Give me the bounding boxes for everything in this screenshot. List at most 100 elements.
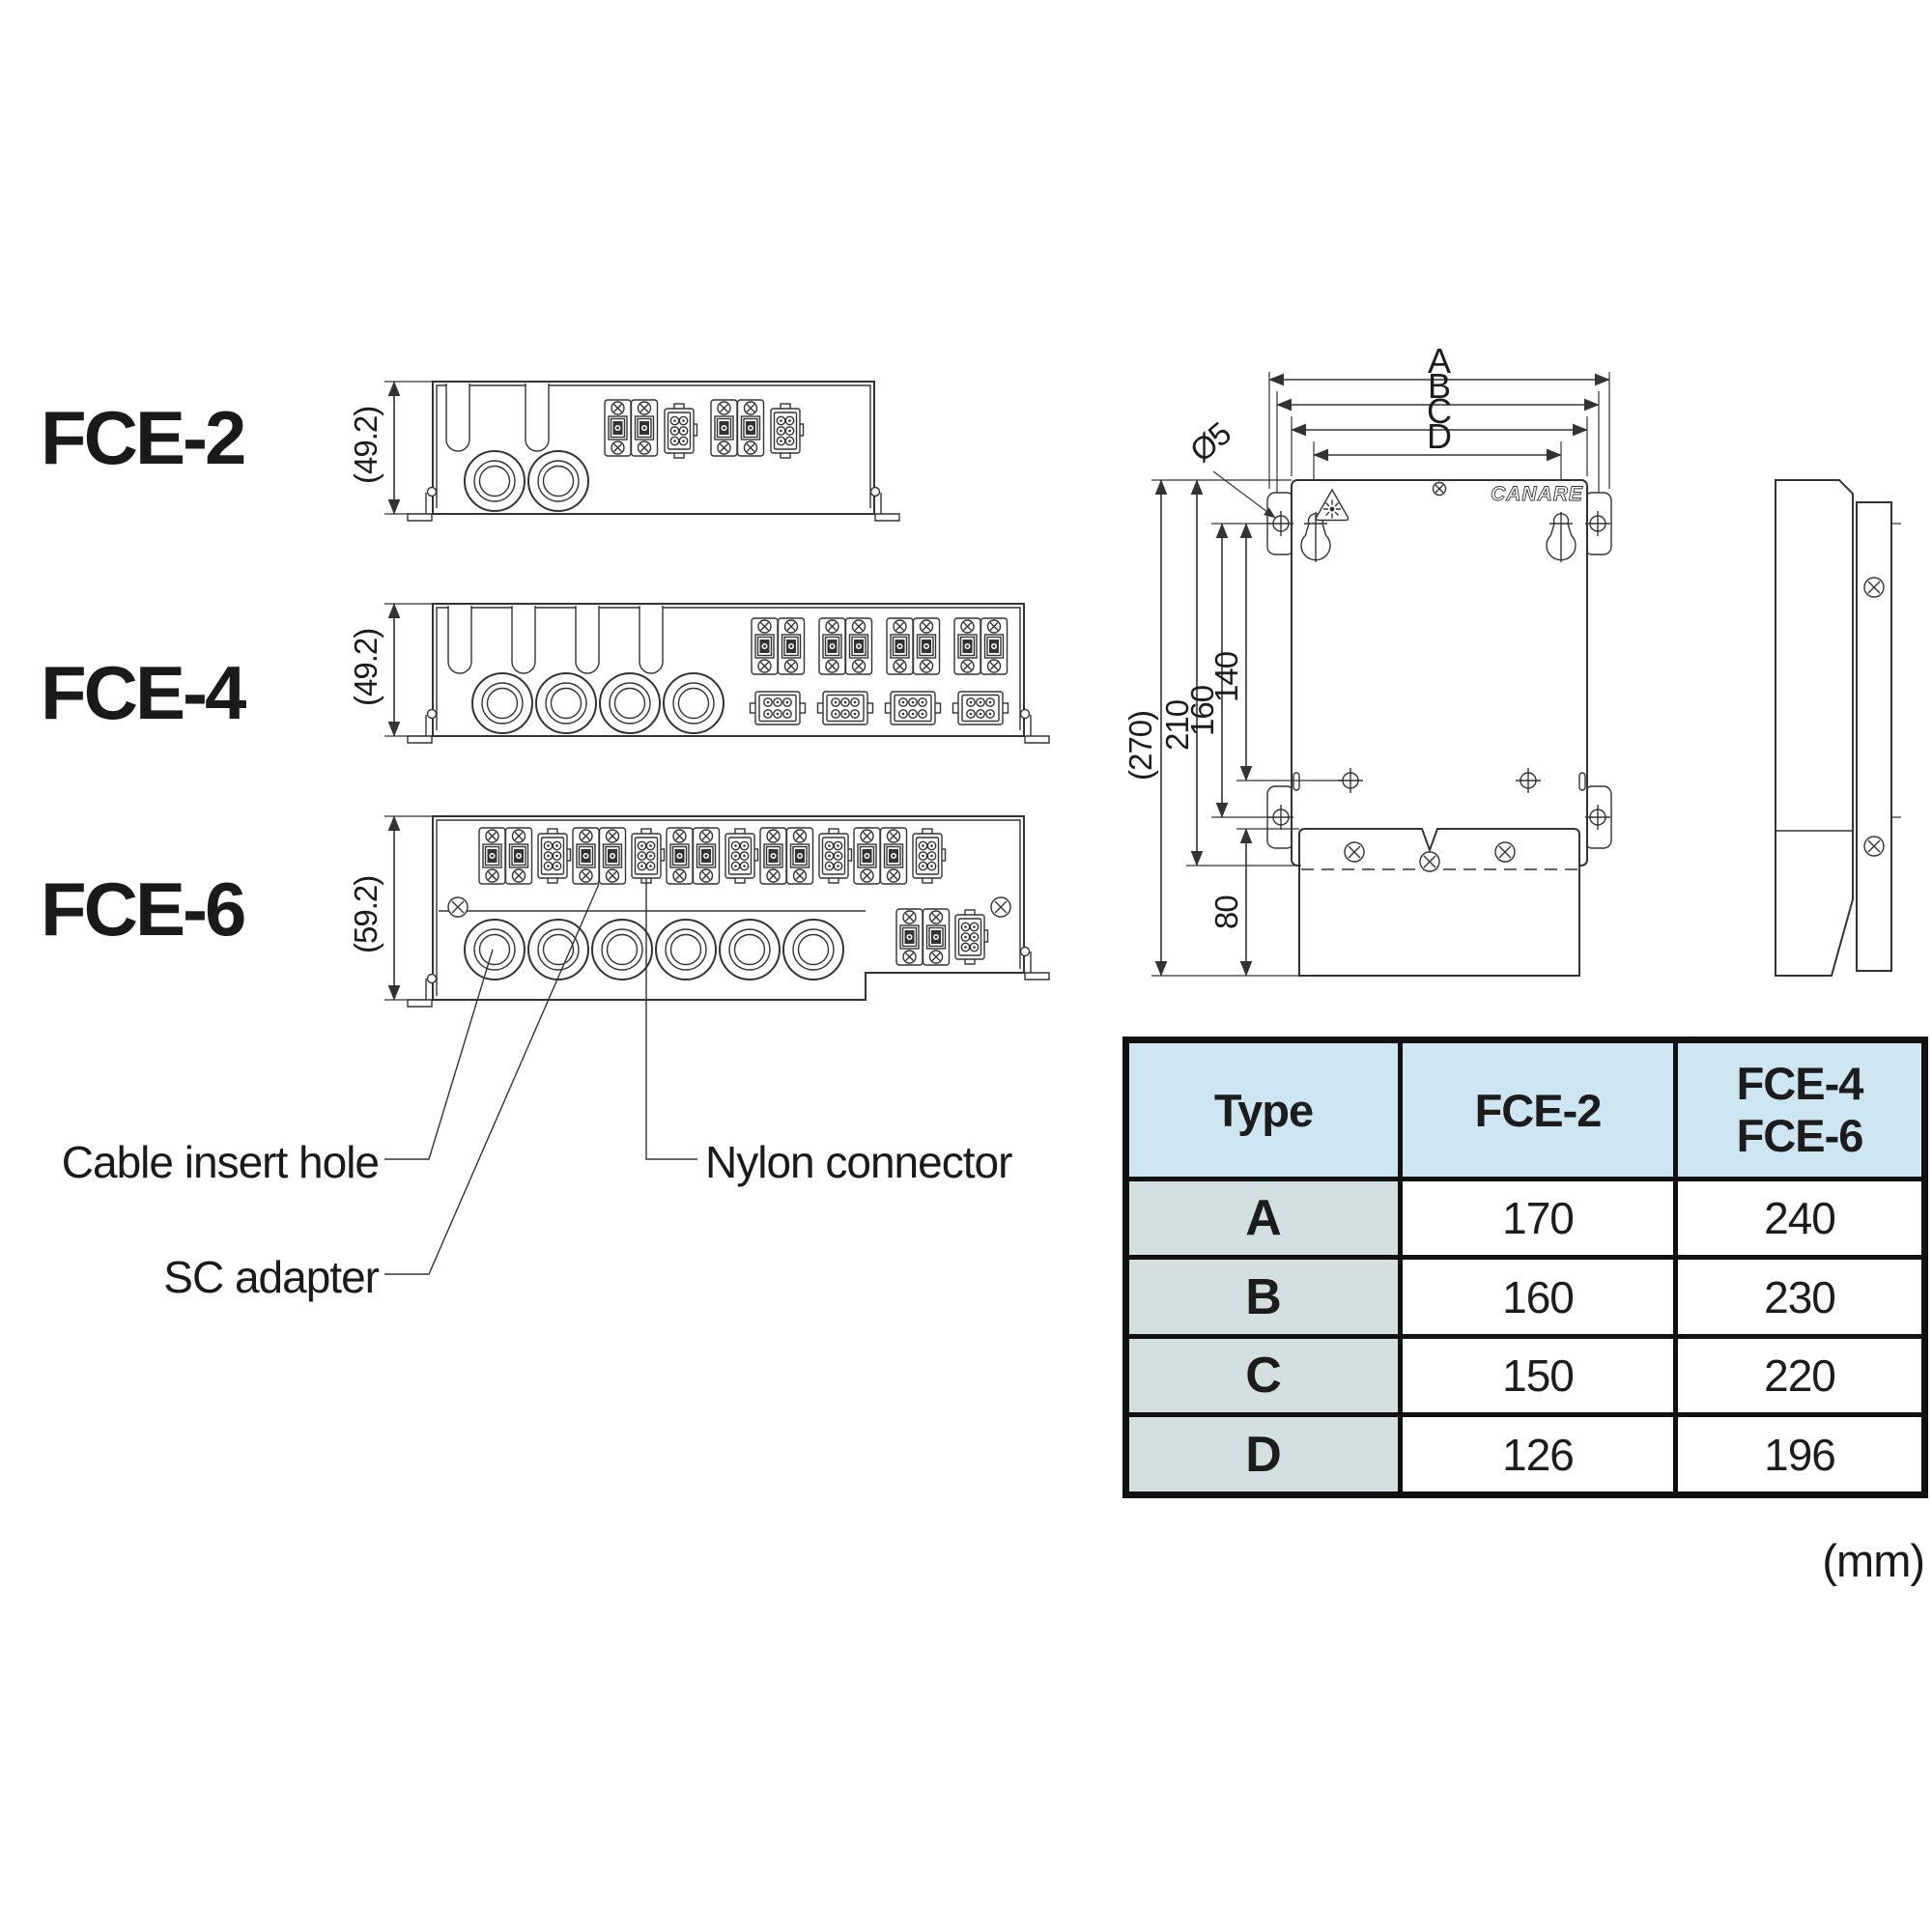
fce2-height-dim-label: (49.2) <box>348 407 384 484</box>
dim-label-b: B <box>1428 366 1451 406</box>
cable-insert-hole-icon <box>464 450 526 512</box>
inner-lining <box>436 607 1021 730</box>
side-cover-outline <box>1775 479 1854 977</box>
table-row-label: C <box>1129 1339 1398 1412</box>
canare-logo: CANARE <box>1491 483 1583 505</box>
table-row-label: A <box>1129 1181 1398 1255</box>
sc-adapter-pair-icon <box>819 618 872 674</box>
extension-lines <box>384 381 435 515</box>
product-label-fce2: FCE-2 <box>41 395 246 480</box>
table-header-fce4-line: FCE-4 <box>1736 1057 1864 1109</box>
dim-label-inner-span: 140 <box>1208 651 1244 702</box>
table-value: 230 <box>1678 1260 1921 1334</box>
dim-label-overall-height: (270) <box>1122 711 1158 781</box>
mounting-dimension-drawing: A B C D CANARE Ø5 <box>1122 341 1901 977</box>
fce2-front-view-drawing: (49.2) <box>348 381 900 522</box>
nylon-connector-icon <box>952 691 1009 725</box>
table-row-label: B <box>1129 1260 1398 1334</box>
mounting-foot-icon <box>874 492 900 522</box>
hinge-pin-icon <box>426 973 438 984</box>
cable-slot-icon <box>447 605 472 674</box>
cable-insert-hole-icon <box>471 672 533 734</box>
sc-adapter-leader <box>384 883 600 1275</box>
table-value: 126 <box>1403 1417 1673 1492</box>
hole-diameter-leader <box>1212 470 1276 519</box>
screw-icon <box>1419 851 1440 872</box>
hinge-pin-icon <box>869 486 881 497</box>
cable-slot-icon <box>575 605 600 674</box>
cable-insert-hole-icon <box>599 672 661 734</box>
callout-nylon-connector: Nylon connector <box>705 1137 1012 1187</box>
edge-slot <box>1578 772 1586 791</box>
sc-adapter-pair-icon <box>752 618 805 674</box>
mounting-foot-icon <box>1024 714 1050 744</box>
fce4-front-view-drawing: (49.2) <box>348 603 1050 744</box>
mounting-foot-icon <box>407 492 433 522</box>
product-label-fce6: FCE-6 <box>41 867 246 952</box>
table-row-label: D <box>1129 1417 1398 1492</box>
table-value: 220 <box>1678 1339 1921 1412</box>
table-header-fce6-line: FCE-6 <box>1736 1110 1864 1161</box>
nylon-connector-icon <box>816 691 874 725</box>
callout-sc-adapter: SC adapter <box>163 1252 380 1302</box>
extension-lines <box>384 603 435 737</box>
dim-label-body-height: 210 <box>1159 699 1195 751</box>
dim-label-d: D <box>1427 416 1452 456</box>
table-value: 170 <box>1403 1181 1673 1255</box>
sc-adapter-pair-icon <box>887 618 940 674</box>
callout-leader-lines <box>384 878 697 1275</box>
product-label-fce4: FCE-4 <box>41 650 246 735</box>
extension-lines-b <box>1276 391 1600 511</box>
screw-icon <box>1432 481 1447 497</box>
dimension-table: Type FCE-2 FCE-4 FCE-6 A 170 240 B 160 2… <box>1122 1037 1928 1498</box>
cable-insert-hole-icon <box>663 672 724 734</box>
callout-cable-insert-hole: Cable insert hole <box>61 1137 380 1187</box>
cable-slot-icon <box>639 605 664 674</box>
screw-icon <box>1863 577 1885 598</box>
nylon-connector-icon <box>664 403 698 459</box>
screw-icon <box>1494 841 1516 863</box>
hinge-pin-icon <box>1019 708 1031 720</box>
dim-label-a: A <box>1428 341 1451 381</box>
nylon-connector-icon <box>884 691 942 725</box>
extension-lines-a <box>1268 372 1610 489</box>
table-value: 150 <box>1403 1339 1673 1412</box>
mounting-foot-icon <box>407 714 433 744</box>
table-value: 160 <box>1403 1260 1673 1334</box>
screw-icon <box>1344 841 1365 863</box>
side-view <box>1775 479 1901 977</box>
nylon-connector-leader <box>645 878 697 1160</box>
cable-insert-hole-icon <box>535 672 597 734</box>
hinge-pin-icon <box>1019 946 1031 957</box>
sc-adapter-pair-icon <box>954 618 1008 674</box>
table-value: 196 <box>1678 1417 1921 1492</box>
nylon-connector-icon <box>749 691 807 725</box>
cable-slot-icon <box>525 383 550 452</box>
dim-label-c: C <box>1427 391 1452 431</box>
panel-outline <box>1291 479 1588 867</box>
cable-slot-icon <box>511 605 536 674</box>
sc-adapter-pair-icon <box>605 400 658 456</box>
inner-lining <box>436 819 1021 996</box>
table-header-fce46: FCE-4 FCE-6 <box>1678 1043 1921 1177</box>
dim-label-mount-span: 160 <box>1184 685 1220 736</box>
cable-insert-hole-leader <box>384 949 494 1160</box>
screw-icon <box>1863 836 1885 857</box>
dim-label-flap-height: 80 <box>1208 895 1244 929</box>
table-header-fce2: FCE-2 <box>1403 1043 1673 1177</box>
inner-lining <box>436 384 871 508</box>
unit-note: (mm) <box>1822 1535 1925 1586</box>
table-value: 240 <box>1678 1181 1921 1255</box>
fce6-front-view-drawing: (59.2) <box>348 815 1050 1008</box>
side-back-plate <box>1856 501 1892 972</box>
hinge-pin-icon <box>426 486 438 497</box>
table-header-type: Type <box>1129 1043 1398 1177</box>
hole-diameter-label: Ø5 <box>1183 415 1237 469</box>
edge-slot <box>1293 772 1300 791</box>
nylon-connector-icon <box>770 403 805 459</box>
fce4-height-dim-label: (49.2) <box>348 629 384 706</box>
side-reference-ticks <box>1891 523 1901 818</box>
cable-slot-icon <box>445 383 470 452</box>
hinge-pin-icon <box>426 708 438 720</box>
